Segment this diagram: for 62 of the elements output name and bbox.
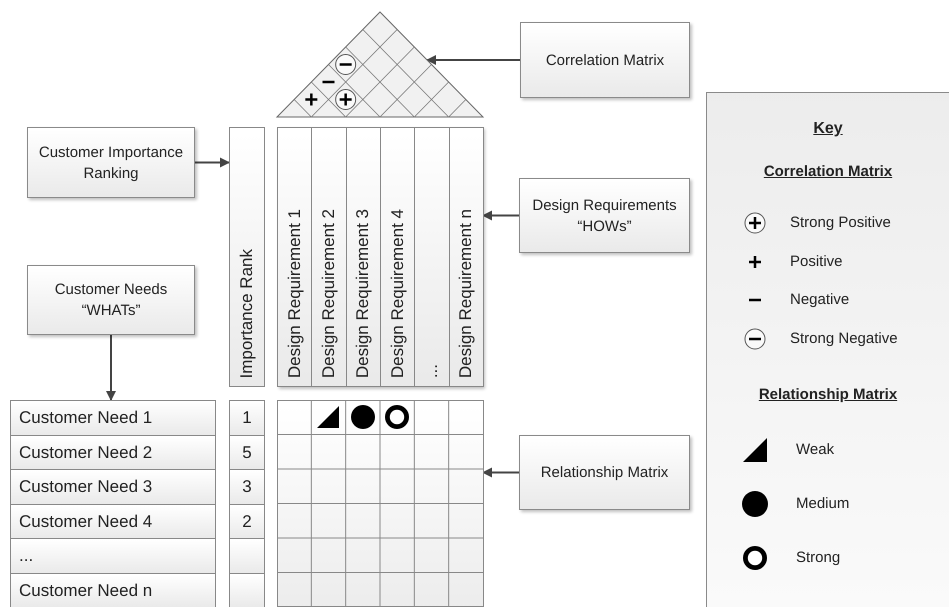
row-text: Customer Need n — [19, 580, 152, 602]
rank-cell — [229, 504, 265, 539]
table-row — [10, 504, 216, 539]
table-row — [10, 434, 216, 470]
legend-text: Medium — [796, 494, 850, 514]
table-row — [10, 400, 216, 436]
rank-value: 5 — [242, 442, 252, 464]
legend-text: Weak — [796, 440, 834, 460]
header-cell — [414, 127, 450, 387]
header-text: Design Requirement 2 — [318, 208, 339, 378]
header-band — [277, 127, 483, 387]
row-text: Customer Need 1 — [19, 407, 152, 429]
rank-value: 2 — [242, 510, 252, 532]
legend-text: Strong Positive — [790, 212, 891, 233]
row-text: Customer Need 2 — [19, 442, 152, 464]
header-cell — [448, 127, 484, 387]
legend-text: Strong — [796, 548, 840, 568]
callout-box — [27, 265, 195, 335]
header-text: Design Requirement 3 — [353, 208, 374, 378]
legend-text: Positive — [790, 252, 843, 272]
header-text: Importance Rank — [237, 248, 257, 378]
callout-text: Correlation Matrix — [546, 50, 664, 70]
header-text: Design Requirement 1 — [284, 208, 305, 378]
table-row — [10, 469, 216, 504]
header-cell — [380, 127, 416, 387]
header-cell — [346, 127, 381, 387]
row-text: Customer Need 4 — [19, 510, 152, 532]
row-text: Customer Need 3 — [19, 476, 152, 498]
callout-box — [519, 435, 690, 510]
callout-text: Relationship Matrix — [540, 463, 668, 483]
callout-box — [520, 22, 690, 98]
table-row — [10, 538, 216, 574]
header-text: Design Requirement 4 — [388, 208, 408, 378]
key-subheading: Relationship Matrix — [758, 385, 898, 405]
header-cell — [311, 127, 347, 387]
callout-box — [27, 127, 195, 198]
callout-text: Customer Needs “WHATs” — [54, 280, 168, 321]
key-subheading: Correlation Matrix — [764, 162, 892, 182]
arrow — [426, 55, 520, 65]
rank-value: 3 — [242, 476, 252, 498]
rank-cell — [229, 469, 265, 504]
callout-text: Design Requirements “HOWs” — [531, 196, 678, 236]
arrow — [106, 335, 116, 401]
rank-cell — [229, 434, 265, 470]
arrow — [482, 468, 519, 478]
legend-text: Strong Negative — [790, 328, 898, 349]
header-cell — [277, 127, 312, 387]
rank-cell — [229, 538, 265, 574]
rank-cell — [229, 572, 265, 607]
header-cell — [229, 127, 265, 387]
header-text: ... — [422, 364, 442, 378]
table-row — [10, 572, 216, 607]
callout-text: Customer Importance Ranking — [38, 142, 184, 184]
legend-text: Negative — [790, 290, 850, 310]
arrow — [482, 210, 519, 220]
rank-value: 1 — [242, 407, 252, 429]
header-text: Design Requirement n — [456, 208, 476, 378]
row-text: ... — [19, 545, 34, 567]
rank-cell — [229, 400, 265, 436]
callout-box — [519, 178, 690, 253]
key-heading: Key — [813, 119, 843, 139]
arrow — [195, 158, 230, 168]
